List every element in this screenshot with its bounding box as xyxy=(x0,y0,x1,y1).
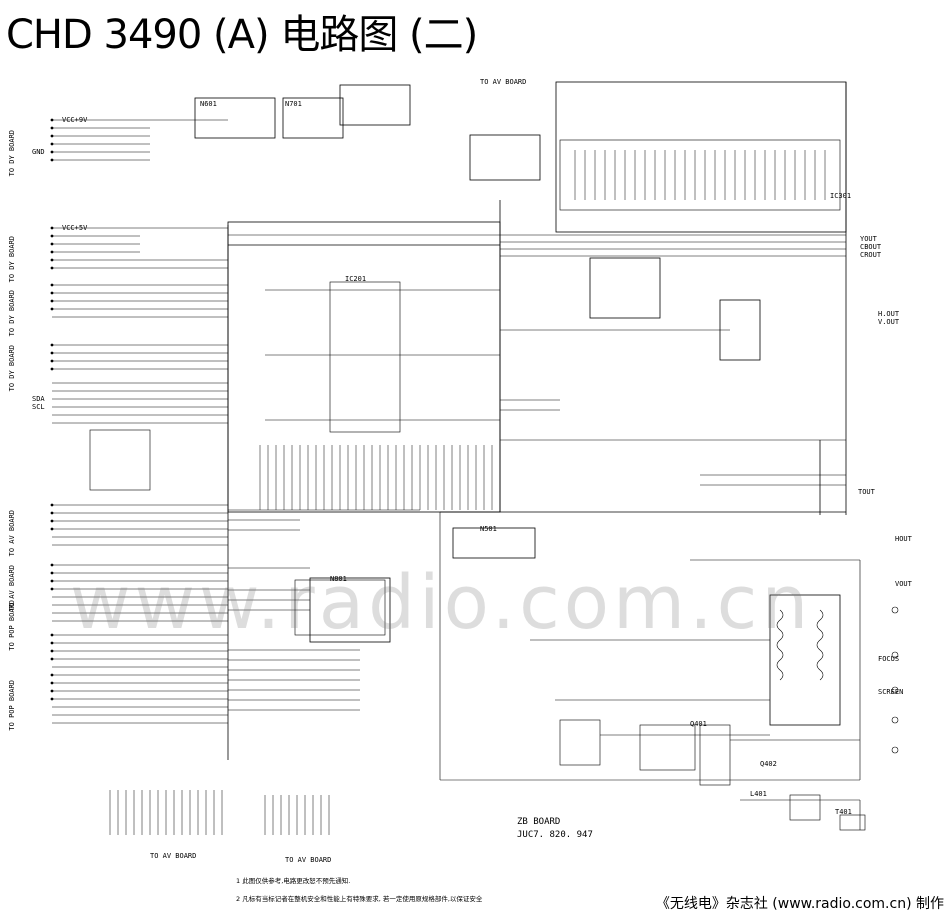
component-label: L401 xyxy=(750,790,767,798)
flyback-transformer xyxy=(769,594,841,726)
publisher-credit: 《无线电》杂志社 (www.radio.com.cn) 制作 xyxy=(655,896,944,912)
board-name: ZB BOARD xyxy=(517,817,561,827)
component-label: YOUT xyxy=(860,235,877,243)
connector-label: TO DY BOARD xyxy=(8,345,16,392)
board-label: ZB BOARD JUC7. 820. 947 xyxy=(517,816,593,842)
component-label: IC201 xyxy=(345,275,367,283)
component-label: VOUT xyxy=(895,580,912,588)
connector-label: TO AV BOARD xyxy=(150,852,197,860)
component-label: GND xyxy=(32,148,45,156)
board-code: JUC7. 820. 947 xyxy=(517,830,593,840)
component-label: N701 xyxy=(285,100,302,108)
page-title: CHD 3490 (A) 电路图 (二) xyxy=(6,12,478,58)
component-label: CROUT xyxy=(860,251,882,259)
component-label: TOUT xyxy=(858,488,875,496)
component-label: SDA xyxy=(32,395,45,403)
component-label: N801 xyxy=(330,575,347,583)
connector-label: TO DY BOARD xyxy=(8,290,16,337)
component-label: Q402 xyxy=(760,760,777,768)
component-label: V.OUT xyxy=(878,318,900,326)
component-label: FOCUS xyxy=(878,655,900,663)
component-label: HOUT xyxy=(895,535,912,543)
component-label: SCREEN xyxy=(878,688,904,696)
connector-label: TO AV BOARD xyxy=(480,78,527,86)
connector-label: TO DY BOARD xyxy=(8,236,16,283)
component-label: N501 xyxy=(480,525,497,533)
component-label: IC301 xyxy=(830,192,852,200)
component-label: N601 xyxy=(200,100,217,108)
component-label: H.OUT xyxy=(878,310,900,318)
component-label: VCC+5V xyxy=(62,224,88,232)
note-1: 1 此图仅供参考,电路更改恕不预先通知. xyxy=(236,877,351,885)
component-label: Q401 xyxy=(690,720,707,728)
component-label: SCL xyxy=(32,403,45,411)
note-2: 2 凡标有当标记者在整机安全和性能上有特殊要求, 若一定使用原规格部件,以保证安… xyxy=(236,895,483,903)
notes: 1 此图仅供参考,电路更改恕不预先通知. 2 凡标有当标记者在整机安全和性能上有… xyxy=(236,872,482,908)
component-label: VCC+9V xyxy=(62,116,88,124)
component-label: CBOUT xyxy=(860,243,882,251)
connector-label: TO AV BOARD xyxy=(285,856,332,864)
connector-label: TO DY BOARD xyxy=(8,130,16,177)
component-label: T401 xyxy=(835,808,852,816)
connector-label: TO AV BOARD xyxy=(8,510,16,557)
connector-label: TO POP BOARD xyxy=(8,680,16,731)
connector-label: TO POP BOARD xyxy=(8,600,16,651)
audio-ic-block xyxy=(555,81,847,233)
